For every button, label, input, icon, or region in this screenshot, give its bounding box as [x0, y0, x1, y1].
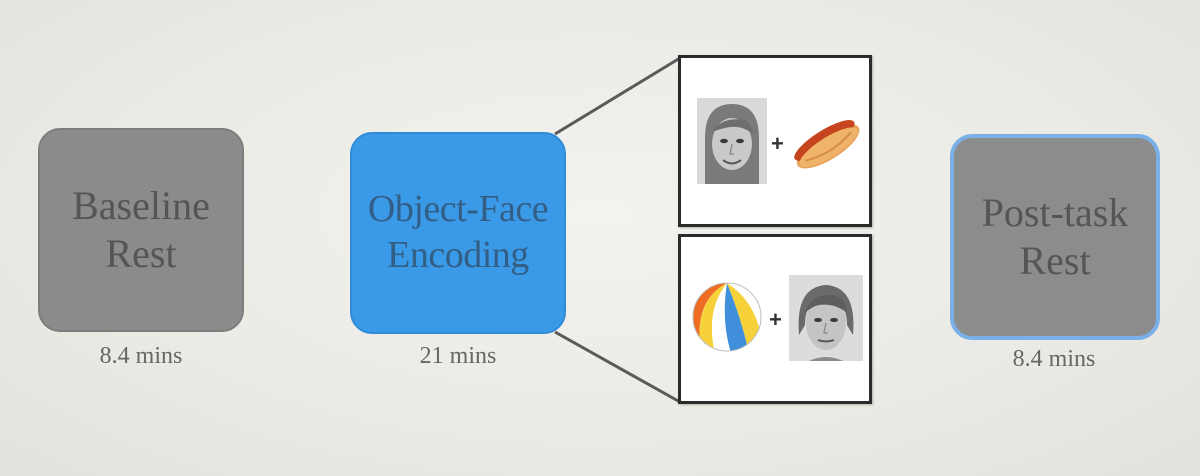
plus-sign: + — [771, 131, 784, 156]
posttask-duration: 8.4 mins — [1012, 346, 1096, 372]
baseline-title-line2: Rest — [105, 231, 177, 276]
posttask-title-line1: Post-task — [981, 190, 1129, 235]
posttask-title-line2: Rest — [1019, 238, 1091, 283]
encoding-title-line1: Object-Face — [367, 188, 549, 231]
beach-ball-image — [692, 282, 762, 352]
female-face-photo — [697, 98, 767, 184]
encoding-title-line2: Encoding — [387, 234, 529, 276]
post-task-rest-box: Post-task Rest — [950, 134, 1160, 340]
baseline-duration: 8.4 mins — [99, 343, 183, 369]
baseline-title-line1: Baseline — [72, 183, 210, 228]
hot-dog-image — [794, 120, 860, 169]
encoding-duration: 21 mins — [419, 343, 497, 369]
male-face-photo — [789, 275, 863, 361]
baseline-rest-box: Baseline Rest — [38, 128, 244, 332]
example-trial-face-hotdog: + — [678, 55, 872, 227]
example-trial-ball-face: + — [678, 234, 872, 404]
connector-line-bottom — [554, 330, 681, 404]
object-face-encoding-box: Object-Face Encoding — [350, 132, 566, 334]
connector-line-top — [554, 56, 681, 136]
plus-sign: + — [769, 307, 782, 332]
